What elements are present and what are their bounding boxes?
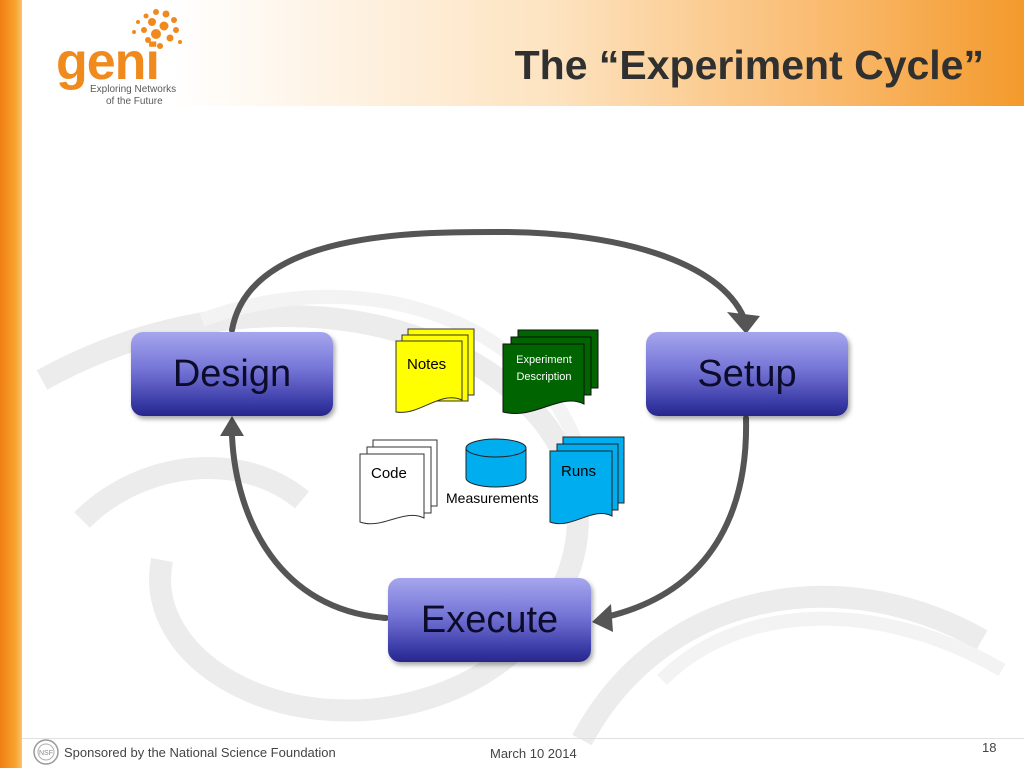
experiment-description-line1: Experiment: [516, 354, 572, 366]
arrow-design-to-setup: [229, 228, 747, 333]
footer-date: March 10 2014: [490, 746, 577, 761]
measurements-label: Measurements: [446, 490, 539, 506]
slide-title: The “Experiment Cycle”: [514, 42, 984, 88]
svg-text:NSF: NSF: [39, 750, 53, 757]
design-stage-label: Design: [172, 352, 292, 395]
logo-tagline-line2: of the Future: [106, 96, 163, 107]
arrowhead-execute: [592, 604, 613, 632]
page-number: 18: [982, 740, 997, 755]
runs-document-stack: [549, 436, 625, 525]
setup-stage-box: Setup: [646, 332, 848, 416]
footer-sponsor-text: Sponsored by the National Science Founda…: [64, 745, 336, 760]
runs-label: Runs: [561, 463, 597, 480]
logo-dots-icon: [132, 9, 182, 49]
notes-label: Notes: [407, 356, 447, 373]
experiment-description-label: Experiment Description: [508, 352, 580, 386]
setup-stage-label: Setup: [697, 352, 797, 395]
logo-tagline-line1: Exploring Networks: [90, 84, 177, 95]
geni-logo: geni Exploring Networks of the Future: [52, 6, 192, 108]
code-document-stack: [359, 439, 438, 525]
execute-stage-label: Execute: [420, 598, 559, 641]
footer-divider: [22, 738, 1024, 739]
logo-wordmark: geni: [56, 33, 160, 91]
arrowhead-design: [220, 416, 244, 436]
notes-document-stack: [395, 328, 475, 413]
design-stage-box: Design: [131, 332, 333, 416]
execute-stage-box: Execute: [388, 578, 591, 662]
arrow-execute-to-design: [229, 433, 389, 621]
left-accent-bar: [0, 0, 22, 768]
experiment-description-line2: Description: [516, 371, 572, 383]
header-gradient-band: [170, 0, 1024, 106]
arrowhead-setup: [727, 312, 760, 334]
arrow-setup-to-execute: [603, 415, 750, 620]
measurements-database-icon: [465, 438, 527, 488]
background-swirl-watermark: [36, 289, 1006, 746]
experiment-description-document-stack: [502, 329, 599, 414]
code-label: Code: [371, 465, 407, 482]
nsf-seal-icon: NSF: [33, 739, 59, 765]
